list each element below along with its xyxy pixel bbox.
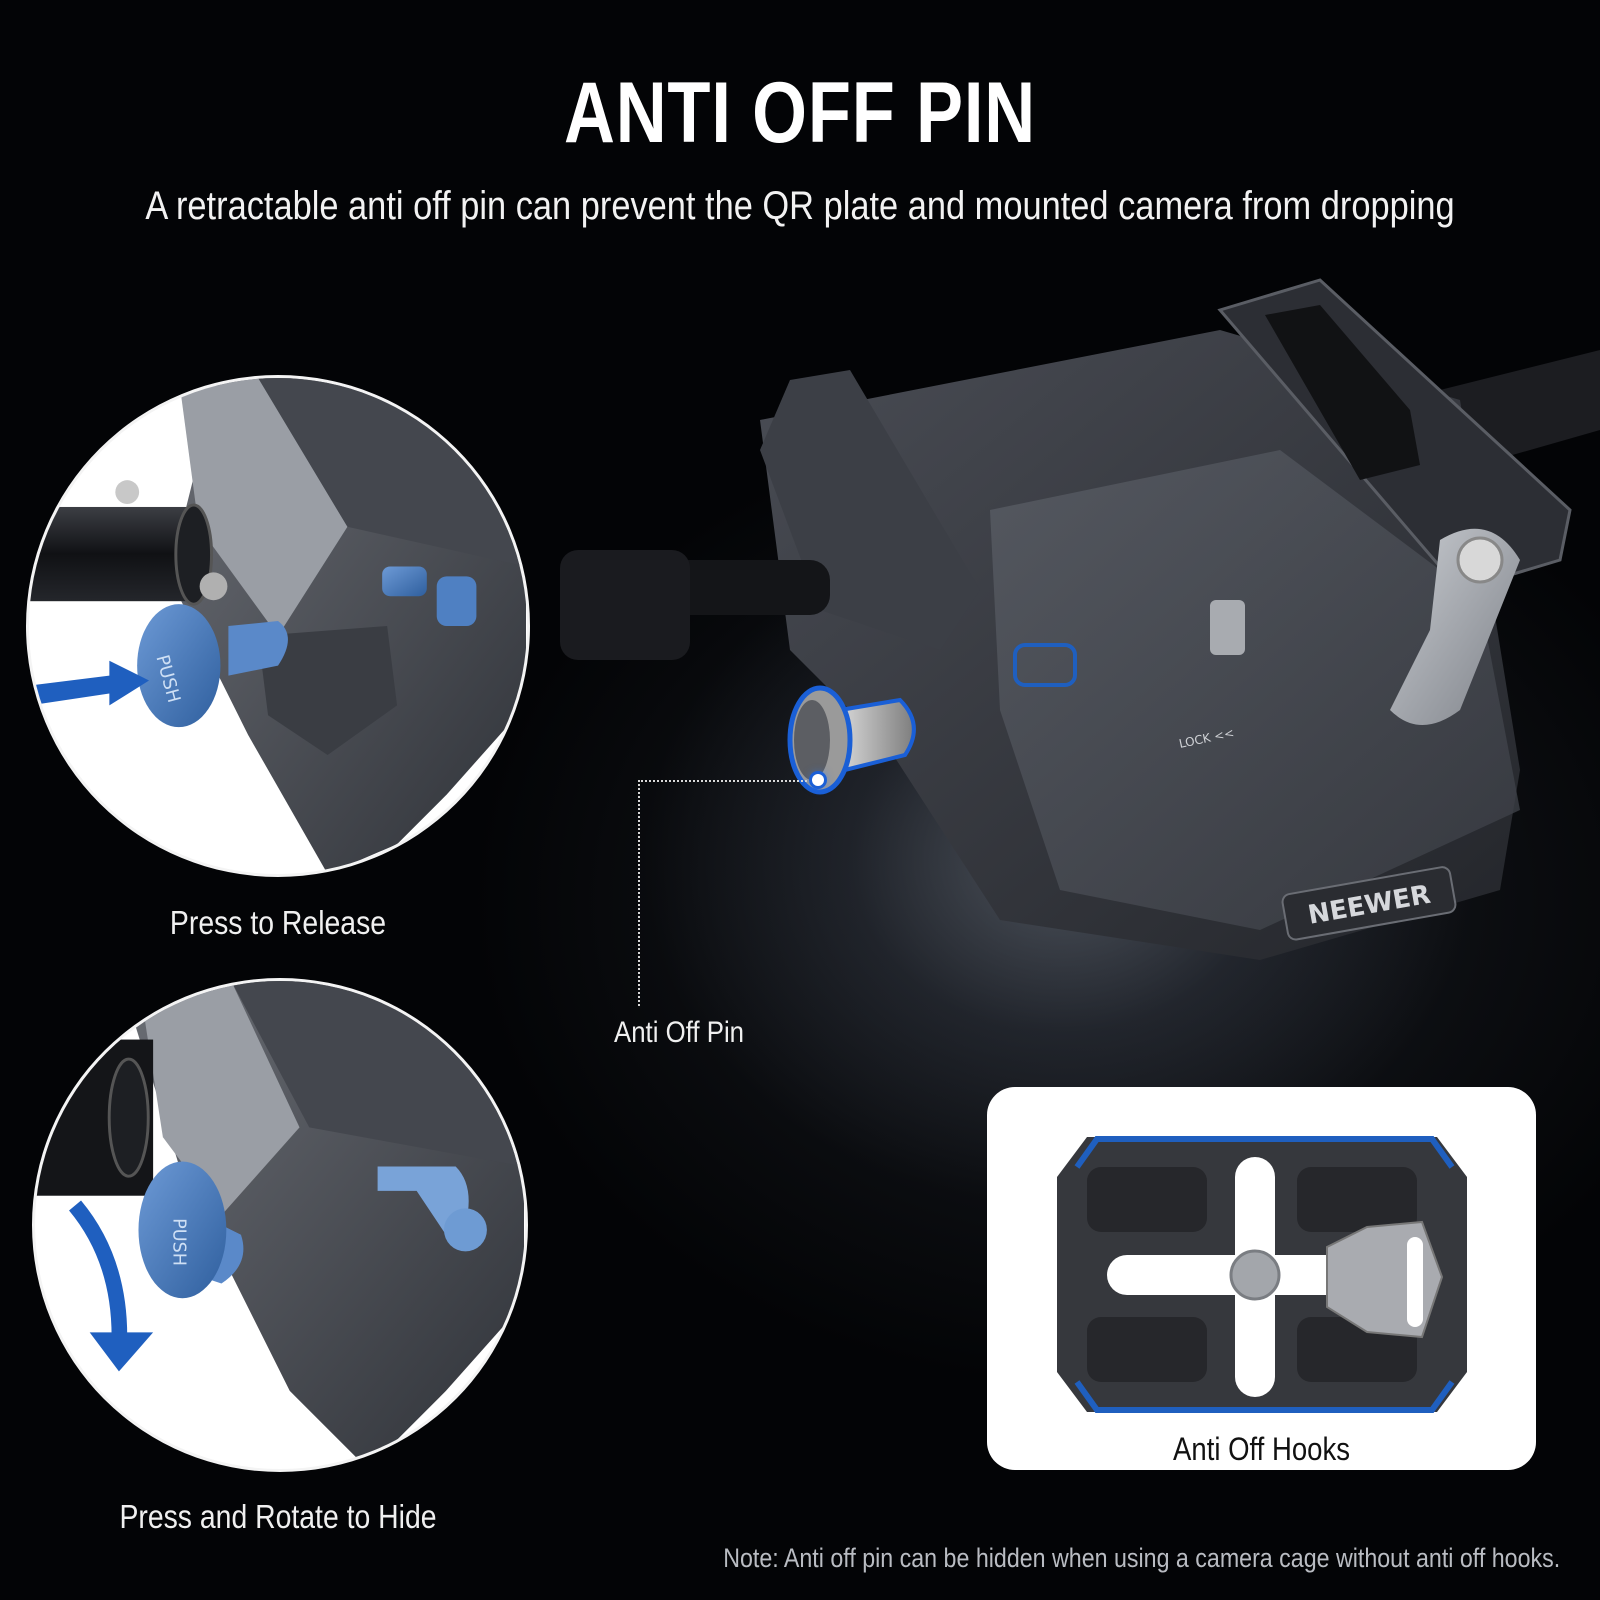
anti-off-pin-icon	[787, 685, 916, 795]
hook-bottom-icon	[1074, 1380, 1455, 1413]
page-subtitle: A retractable anti off pin can prevent t…	[145, 184, 1455, 228]
curved-down-arrow-icon	[68, 1200, 128, 1353]
callout-dot-icon	[812, 774, 824, 786]
right-arrow-icon	[30, 660, 150, 706]
quick-release-clamp-illustration: LOCK << NEEWER	[560, 270, 1600, 990]
lock-screw-icon	[382, 566, 427, 597]
anti-off-hooks-card: Anti Off Hooks	[987, 1087, 1536, 1470]
qr-plate-illustration	[1057, 1136, 1467, 1413]
clamp-closeup-illustration: PUSH	[36, 981, 524, 1469]
hooks-label: Anti Off Hooks	[1173, 1431, 1350, 1467]
caption-press-and-rotate-to-hide: Press and Rotate to Hide	[119, 1498, 437, 1535]
caption-press-to-release: Press to Release	[169, 904, 387, 941]
footnote: Note: Anti off pin can be hidden when us…	[723, 1543, 1560, 1573]
push-knob-icon	[138, 1161, 227, 1299]
callout-leader-line	[638, 780, 818, 782]
push-knob-icon	[137, 604, 221, 728]
detail-image-press-and-rotate: PUSH	[32, 978, 528, 1472]
hook-top-icon	[1074, 1136, 1455, 1169]
svg-text:PUSH: PUSH	[169, 1218, 189, 1266]
callout-label-anti-off-pin: Anti Off Pin	[614, 1016, 745, 1049]
detail-image-press-to-release: PUSH	[26, 375, 530, 877]
clamp-closeup-illustration: PUSH	[30, 378, 526, 874]
callout-leader-line	[638, 780, 640, 1006]
page-title: ANTI OFF PIN	[563, 65, 1037, 161]
lock-screw-icon	[443, 1208, 487, 1252]
